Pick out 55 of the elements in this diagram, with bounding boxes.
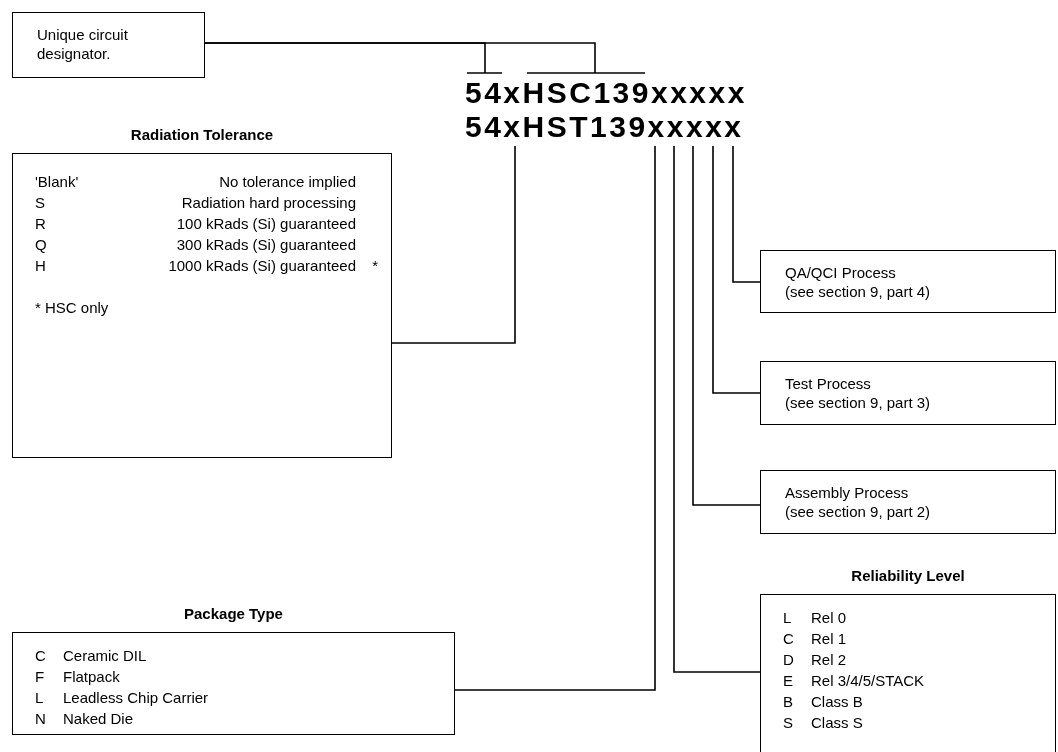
option-description: Naked Die <box>63 709 134 729</box>
footnote: * HSC only <box>35 298 110 318</box>
label-box <box>760 470 1056 534</box>
option-description: Flatpack <box>63 667 120 687</box>
section-reference: (see section 9, part 4) <box>785 282 932 301</box>
option-description: Ceramic DIL <box>63 646 147 666</box>
box-heading: Reliability Level <box>851 566 965 586</box>
box-title: Test Process <box>785 374 872 393</box>
option-code: Q <box>35 235 48 255</box>
leader-line <box>673 145 761 673</box>
option-code: S <box>35 193 46 213</box>
option-code: E <box>783 671 794 691</box>
leader-line <box>454 145 656 691</box>
option-code: D <box>783 650 795 670</box>
option-code: N <box>35 709 47 729</box>
option-description: No tolerance implied <box>218 172 356 192</box>
option-description: Class S <box>811 713 863 733</box>
option-description: Class B <box>811 692 863 712</box>
option-code: 'Blank' <box>35 172 80 192</box>
option-code: C <box>35 646 47 666</box>
box-title: Unique circuit designator. <box>37 25 129 63</box>
label-box <box>760 250 1056 313</box>
footnote-mark: * <box>372 256 378 276</box>
leader-line <box>391 145 516 344</box>
part-number: 54xHST139xxxxx <box>465 110 745 144</box>
option-description: 300 kRads (Si) guaranteed <box>175 235 356 255</box>
option-description: Rel 2 <box>811 650 847 670</box>
option-description: Radiation hard processing <box>180 193 356 213</box>
option-description: 100 kRads (Si) guaranteed <box>175 214 356 234</box>
option-code: F <box>35 667 46 687</box>
option-code: H <box>35 256 47 276</box>
box-title: Assembly Process <box>785 483 910 502</box>
option-description: Rel 1 <box>811 629 847 649</box>
leader-line <box>692 145 761 506</box>
leader-line <box>204 42 646 74</box>
option-description: Rel 3/4/5/STACK <box>811 671 925 691</box>
option-code: S <box>783 713 794 733</box>
leader-line <box>732 145 761 283</box>
box-title: QA/QCI Process <box>785 263 897 282</box>
section-reference: (see section 9, part 2) <box>785 502 932 521</box>
option-code: R <box>35 214 47 234</box>
section-reference: (see section 9, part 3) <box>785 393 932 412</box>
box-heading: Package Type <box>184 604 283 624</box>
option-description: Rel 0 <box>811 608 847 628</box>
option-code: L <box>783 608 793 628</box>
option-code: C <box>783 629 795 649</box>
box-heading: Radiation Tolerance <box>130 125 274 145</box>
option-code: L <box>35 688 45 708</box>
label-box <box>760 361 1056 425</box>
option-description: 1000 kRads (Si) guaranteed <box>167 256 356 276</box>
part-number: 54xHSC139xxxxx <box>465 76 748 110</box>
option-code: B <box>783 692 794 712</box>
leader-line <box>712 145 761 394</box>
option-description: Leadless Chip Carrier <box>63 688 209 708</box>
label-box <box>12 12 205 78</box>
